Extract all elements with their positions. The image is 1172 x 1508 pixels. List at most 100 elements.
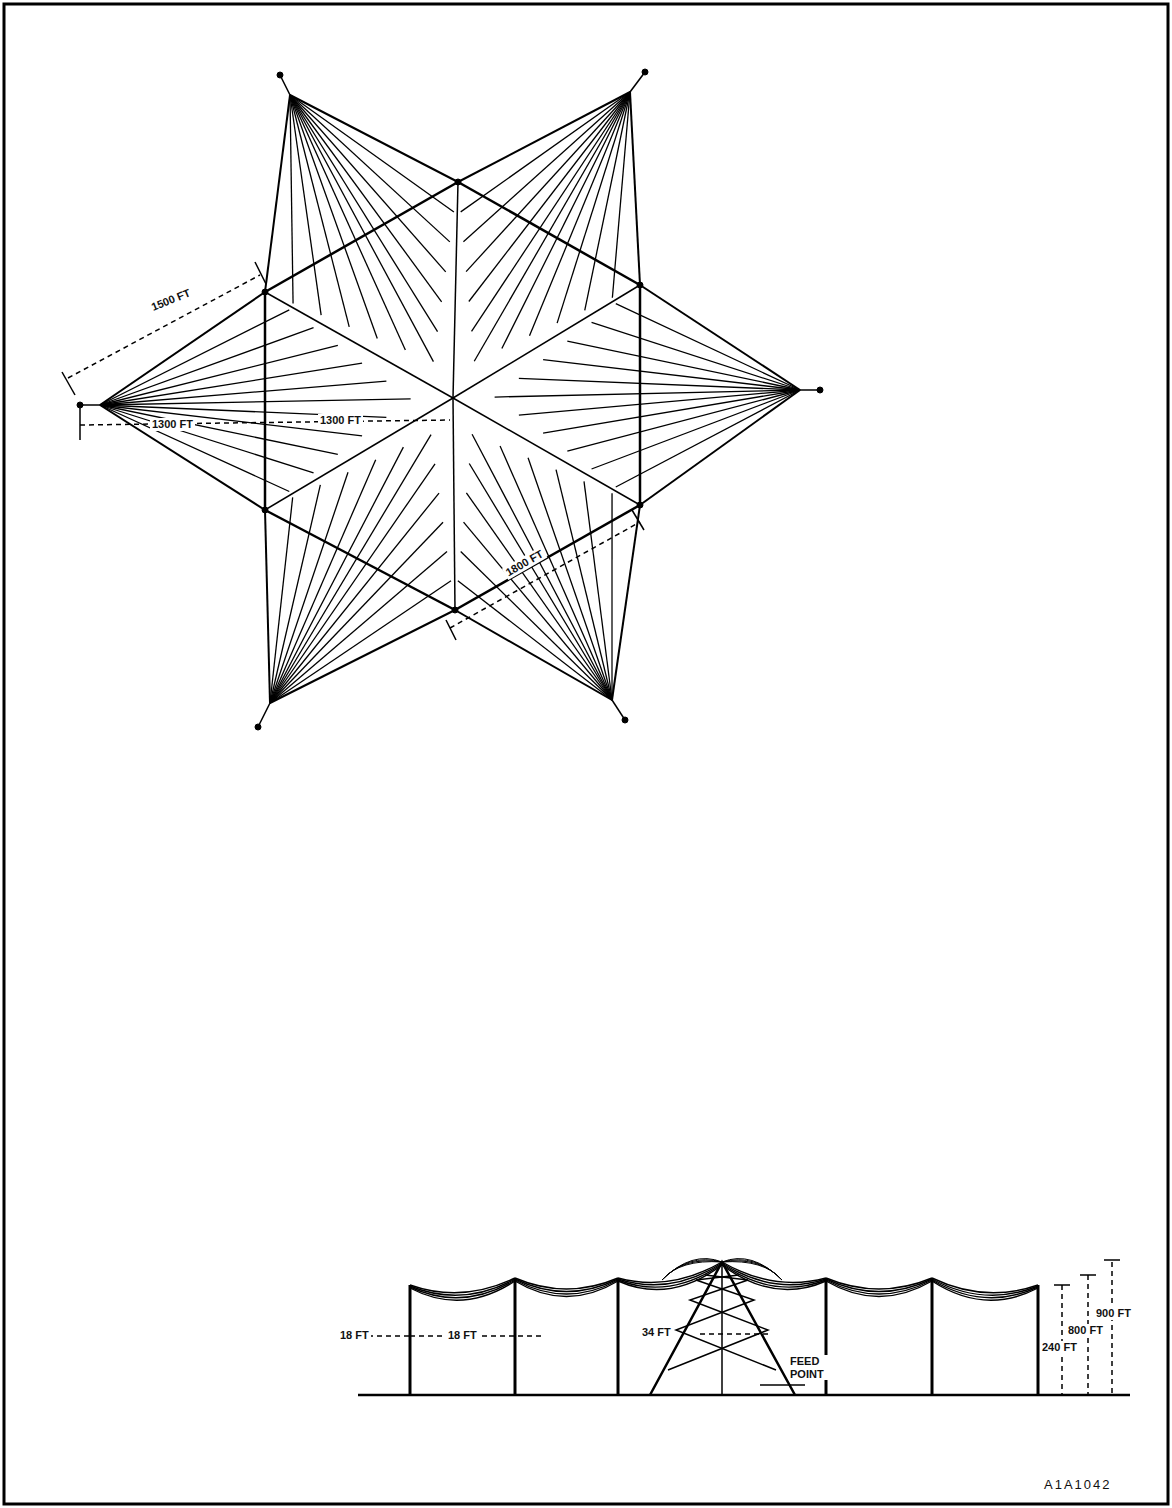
catenary-wire: [826, 1281, 932, 1297]
tie-line: [258, 703, 270, 727]
fan-wire: [100, 405, 289, 491]
hexagon-edge: [264, 292, 267, 510]
spoke: [453, 182, 458, 398]
fan-wire: [270, 485, 320, 703]
fan-wire: [290, 95, 442, 302]
ground-line: [358, 1394, 1130, 1397]
dimension-label: 800 FT: [1066, 1324, 1105, 1337]
fan-wire: [290, 95, 450, 242]
dimension-label: FEED POINT: [788, 1355, 832, 1380]
anchor-dot: [255, 724, 261, 730]
fan-wire: [270, 493, 439, 703]
panel-edge: [612, 505, 640, 700]
fan-wire: [100, 405, 362, 436]
fan-wire: [556, 470, 612, 700]
fan-wire: [270, 472, 348, 703]
fan-wire: [529, 92, 630, 336]
downlead: [722, 1262, 782, 1280]
fan-wire: [270, 460, 376, 703]
fan-wire: [472, 92, 630, 331]
fan-wire: [290, 95, 349, 327]
panel-edge: [265, 510, 270, 703]
tower: [409, 1285, 412, 1395]
fan-wire: [290, 95, 446, 272]
catenary-wire: [515, 1281, 618, 1297]
fan-wire: [100, 405, 338, 454]
fan-wire: [290, 95, 433, 362]
fan-wire: [592, 322, 800, 390]
tower: [617, 1278, 620, 1395]
catenary-wire: [722, 1265, 826, 1290]
panel-edge: [265, 95, 290, 292]
fan-wire: [469, 464, 612, 700]
spoke: [265, 398, 453, 510]
fan-wire: [290, 95, 438, 332]
fan-wire: [519, 378, 800, 390]
antenna-plan-view: [77, 69, 823, 730]
fan-wire: [270, 447, 403, 703]
spoke: [453, 398, 455, 610]
fan-wire: [100, 363, 362, 405]
fan-wire: [290, 95, 454, 212]
fan-wire: [270, 497, 293, 703]
panel-edge: [100, 292, 265, 405]
fan-wire: [463, 92, 630, 242]
fan-wire: [100, 405, 314, 473]
fan-wire: [458, 581, 612, 700]
fan-wire: [585, 92, 630, 310]
fan-wire: [502, 92, 630, 349]
dimension-label: 34 FT: [640, 1326, 673, 1339]
hexagon-edge: [265, 510, 455, 610]
fan-wire: [543, 360, 800, 390]
page-border: [4, 4, 1168, 1504]
anchor-dot: [77, 402, 83, 408]
fan-wire: [528, 458, 612, 700]
catenary-wire: [515, 1280, 618, 1294]
downlead: [722, 1259, 782, 1280]
tie-line: [612, 700, 625, 720]
feed-line: [760, 1384, 805, 1386]
fan-wire: [270, 464, 435, 703]
dimension-label: 18 FT: [338, 1329, 371, 1342]
fan-wire: [270, 522, 443, 703]
fan-wire: [466, 92, 630, 272]
anchor-dot: [277, 72, 283, 78]
fan-wire: [557, 92, 630, 323]
tower: [931, 1278, 934, 1395]
antenna-elevation-view: [358, 1259, 1130, 1395]
fan-wire: [500, 446, 612, 700]
fan-wire: [100, 399, 411, 405]
dimension-label: 900 FT: [1094, 1307, 1133, 1320]
tower: [1037, 1285, 1040, 1395]
tower-mast: [721, 1262, 723, 1395]
tower-lattice: [676, 1275, 776, 1370]
fan-wire: [469, 92, 630, 302]
dimension-label: 240 FT: [1040, 1341, 1079, 1354]
tower-lattice: [668, 1275, 768, 1370]
hexagon-edge: [265, 182, 458, 292]
fan-wire: [100, 381, 386, 405]
panel-edge: [630, 92, 640, 285]
dimension-label: 18 FT: [446, 1329, 479, 1342]
fan-wire: [616, 304, 800, 390]
catenary-wire: [932, 1281, 1038, 1300]
fan-wire: [543, 390, 800, 433]
downlead: [722, 1261, 782, 1280]
panel-edge: [640, 390, 800, 505]
fan-wire: [464, 522, 612, 700]
anchor-dot: [817, 387, 823, 393]
fan-wire: [100, 310, 289, 405]
fan-wire: [100, 345, 338, 405]
anchor-dot: [622, 717, 628, 723]
fan-wire: [474, 92, 630, 361]
downlead: [662, 1262, 722, 1280]
dimension-label: 1300 FT: [150, 418, 195, 431]
anchor-dot: [642, 69, 648, 75]
downlead: [662, 1261, 722, 1280]
catenary-wire: [826, 1280, 932, 1294]
catenary-wire: [410, 1281, 515, 1300]
spoke: [453, 285, 640, 398]
fan-wire: [472, 434, 612, 700]
dimension-label: 1500 FT: [148, 286, 194, 315]
fan-wire: [567, 390, 800, 451]
